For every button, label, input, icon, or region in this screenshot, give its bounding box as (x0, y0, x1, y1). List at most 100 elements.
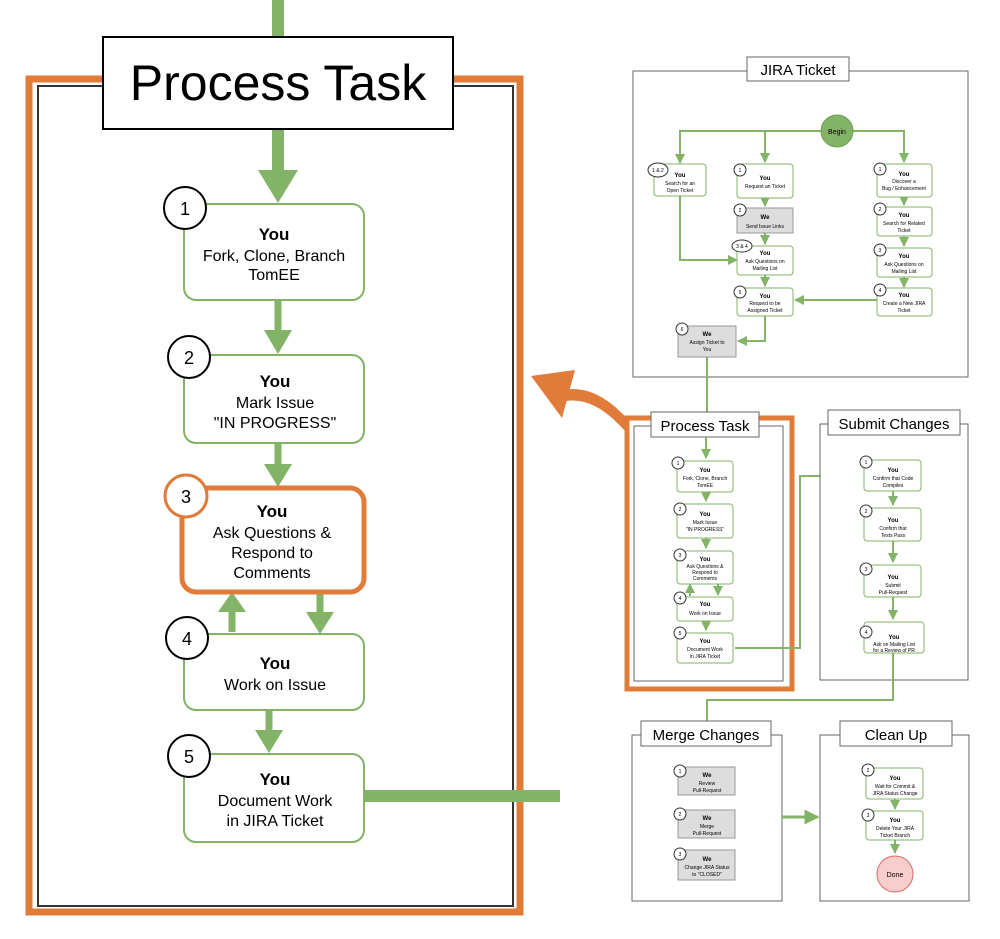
svg-text:1: 1 (677, 461, 680, 467)
zoom-step-5: 5 You Document Work in JIRA Ticket (167, 734, 365, 843)
step-text: Respond to (231, 545, 313, 562)
svg-text:Mark Issue: Mark Issue (693, 520, 718, 526)
zoom-title-box (102, 36, 454, 130)
svg-text:Confirm that Code: Confirm that Code (873, 476, 914, 482)
jira-search-open-ticket: 1 & 2 You Search for an Open Ticket (647, 162, 707, 197)
cleanup-step-3: 3 You Delete Your JIRA Ticket Branch (861, 808, 924, 841)
step-text: "IN PROGRESS" (214, 415, 337, 432)
svg-text:Work on Issue: Work on Issue (689, 611, 721, 617)
svg-text:Pull-Request: Pull-Request (693, 831, 722, 837)
jira-create-ticket: 4 You Create a New JIRA Ticket (873, 283, 933, 317)
jira-ask-questions: 3 & 4 You Ask Questions on Mailing List (731, 239, 794, 276)
zoom-title: Process Task (130, 55, 427, 111)
svg-text:Pull-Request: Pull-Request (879, 590, 908, 596)
svg-text:2: 2 (879, 207, 882, 213)
svg-text:You: You (703, 347, 712, 353)
step-number: 4 (182, 629, 192, 649)
jira-ask-mailing: 3 You Ask Questions on Mailing List (873, 243, 933, 278)
svg-text:Pull-Request: Pull-Request (693, 788, 722, 794)
jira-ticket-panel: JIRA Ticket Begin 1 & 2 You Search for a (632, 56, 969, 416)
small-process-title: Process Task (661, 418, 750, 435)
zoom-step-1: 1 You Fork, Clone, Branch TomEE (163, 186, 365, 301)
svg-text:1: 1 (679, 769, 682, 775)
svg-text:You: You (899, 254, 910, 260)
svg-text:Submit: Submit (885, 583, 901, 589)
svg-text:2: 2 (679, 812, 682, 818)
merge-step-3: 3 We Change JIRA Status to "CLOSED" (673, 847, 736, 881)
svg-text:2: 2 (867, 768, 870, 774)
svg-text:3: 3 (879, 248, 882, 254)
merge-step-2: 2 We Merge Pull-Request (673, 807, 736, 839)
svg-text:4: 4 (865, 630, 868, 636)
small-step-4: 4 You Work on Issue (673, 591, 734, 622)
svg-text:JIRA Status Change: JIRA Status Change (872, 791, 917, 797)
svg-text:"IN PROGRESS": "IN PROGRESS" (686, 527, 725, 533)
merge-title-box (640, 720, 772, 747)
svg-text:You: You (899, 293, 910, 299)
small-step-2: 2 You Mark Issue "IN PROGRESS" (673, 502, 734, 539)
done-label: Done (887, 872, 904, 879)
svg-text:5: 5 (739, 290, 742, 296)
svg-text:Document Work: Document Work (687, 647, 723, 653)
jira-connectors (675, 130, 909, 416)
svg-text:You: You (888, 575, 899, 581)
jira-discover-bug: 1 You Discover a Bug / Enhancement (873, 162, 933, 198)
svg-text:Request an Ticket: Request an Ticket (745, 184, 786, 190)
svg-text:You: You (700, 557, 711, 563)
step-number-badge (165, 616, 209, 660)
clean-up-panel: Clean Up 2 You Wait for Commit & JIRA St… (819, 720, 970, 902)
done-node (876, 855, 914, 893)
jira-request-ticket: 1 You Request an Ticket (733, 163, 794, 199)
step-actor: You (259, 225, 290, 244)
begin-label: Begin (828, 129, 846, 136)
svg-text:Confirm that: Confirm that (879, 526, 907, 532)
svg-text:You: You (888, 468, 899, 474)
svg-text:1: 1 (879, 167, 882, 173)
svg-text:Search for an: Search for an (665, 181, 695, 187)
svg-text:Change JIRA Status: Change JIRA Status (684, 865, 730, 871)
merge-step-1: 1 We Review Pull-Request (673, 764, 736, 796)
step-number-badge (163, 186, 207, 230)
svg-text:We: We (703, 332, 713, 338)
svg-text:Discover a: Discover a (892, 179, 916, 185)
step-text: Mark Issue (236, 395, 314, 412)
begin-node (820, 114, 854, 148)
svg-text:Compiles: Compiles (883, 483, 904, 489)
merge-title: Merge Changes (653, 727, 760, 744)
svg-text:We: We (703, 857, 713, 863)
svg-text:Ask Questions on: Ask Questions on (745, 259, 784, 265)
step-text: in JIRA Ticket (227, 813, 324, 830)
svg-text:You: You (899, 213, 910, 219)
step-text: Document Work (218, 793, 333, 810)
svg-text:We: We (703, 816, 713, 822)
zoom-step-3: 3 You Ask Questions & Respond to Comment… (163, 473, 367, 595)
step-actor: You (260, 770, 291, 789)
svg-text:Bug / Enhancement: Bug / Enhancement (882, 186, 927, 192)
step-number-badge (167, 734, 211, 778)
svg-text:3: 3 (679, 553, 682, 559)
jira-title: JIRA Ticket (760, 62, 836, 79)
step-actor: You (260, 654, 291, 673)
svg-text:You: You (675, 173, 686, 179)
svg-text:TomEE: TomEE (697, 483, 714, 489)
zoom-process-panel: Process Task 1 You Fork, Cl (25, 0, 560, 916)
svg-text:Mailing List: Mailing List (891, 269, 917, 275)
small-step-5: 5 You Document Work in JIRA Ticket (673, 626, 734, 664)
svg-text:Create a New JIRA: Create a New JIRA (883, 301, 926, 307)
svg-text:Fork, Clone, Branch: Fork, Clone, Branch (683, 476, 728, 482)
svg-text:in JIRA Ticket: in JIRA Ticket (690, 654, 721, 660)
zoom-connectors (218, 300, 560, 802)
step-text: Work on Issue (224, 677, 326, 694)
svg-text:3: 3 (679, 852, 682, 858)
submit-step-4: 4 You Ask on Mailing List for a Review o… (859, 621, 925, 654)
cleanup-title-box (839, 720, 953, 747)
svg-text:Assigned Ticket: Assigned Ticket (747, 308, 783, 314)
svg-text:2: 2 (679, 507, 682, 513)
svg-text:Search for Related: Search for Related (883, 221, 925, 227)
svg-text:We: We (761, 215, 771, 221)
cleanup-title: Clean Up (865, 727, 928, 744)
svg-text:Ask on Mailing List: Ask on Mailing List (873, 642, 915, 648)
svg-text:3: 3 (865, 567, 868, 573)
submit-step-3: 3 You Submit Pull-Request (859, 562, 922, 598)
svg-text:2: 2 (865, 509, 868, 515)
